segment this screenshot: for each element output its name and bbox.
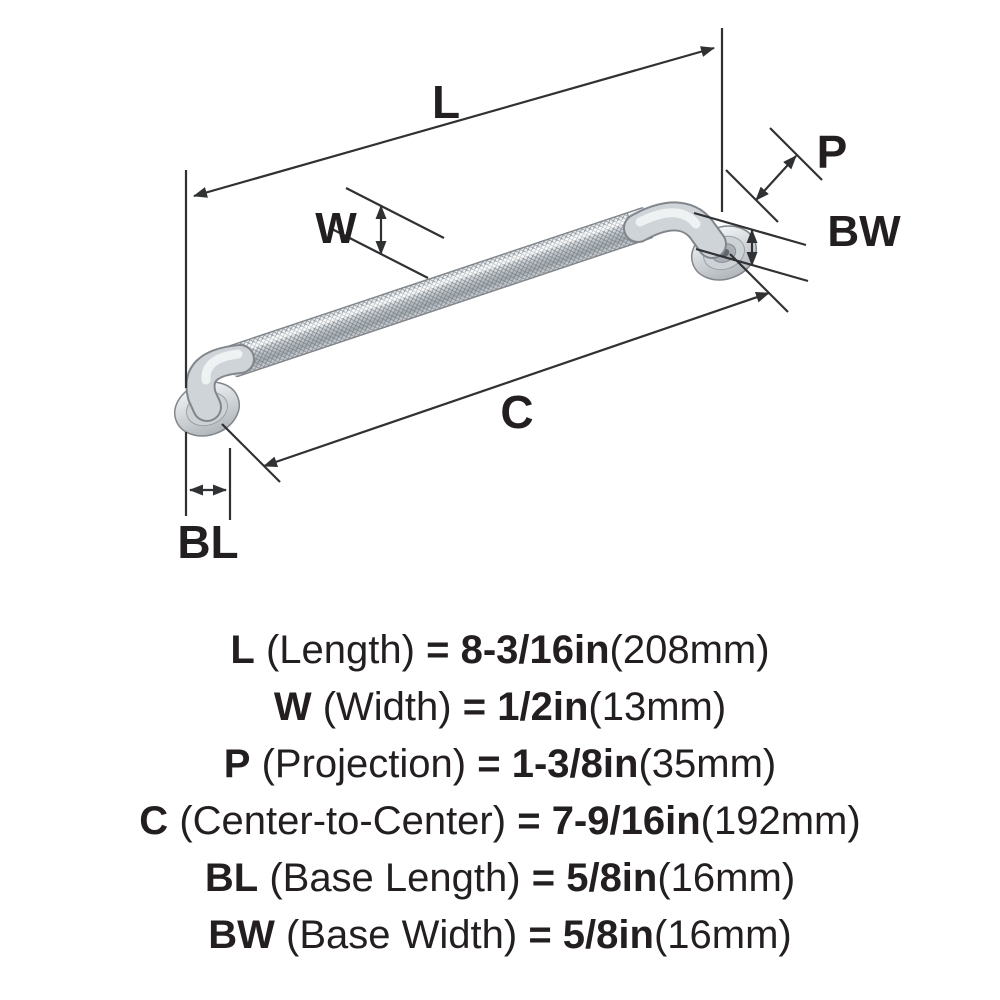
legend-imperial: 7-9/16in (551, 799, 701, 843)
legend-abbr: P (223, 742, 251, 786)
legend-abbr: L (230, 628, 255, 672)
dimension-arrow (755, 155, 797, 201)
dimension-legend: L (Length) = 8-3/16in(208mm) W (Width) =… (0, 622, 1000, 964)
legend-equals: = (426, 628, 450, 672)
legend-metric: (208mm) (609, 628, 770, 672)
label-P: P (817, 126, 848, 178)
legend-term: (Center-to-Center) (179, 799, 507, 843)
dimension-BL: BL (177, 448, 239, 568)
dimension-BW: BW (693, 207, 901, 283)
legend-abbr: BL (204, 856, 259, 900)
legend-imperial: 1/2in (497, 685, 589, 729)
legend-abbr: BW (208, 913, 275, 957)
legend-metric: (192mm) (700, 799, 861, 843)
legend-metric: (35mm) (638, 742, 777, 786)
dimension-arrow (263, 291, 770, 468)
legend-term: (Width) (322, 685, 452, 729)
legend-abbr: W (273, 685, 312, 729)
legend-equals: = (477, 742, 501, 786)
legend-term: (Length) (265, 628, 415, 672)
dimension-arrow (193, 46, 715, 198)
legend-imperial: 1-3/8in (511, 742, 639, 786)
label-W: W (315, 204, 357, 253)
legend-equals: = (517, 799, 541, 843)
extension-line (725, 169, 779, 223)
dimension-P: P (725, 126, 848, 223)
dimension-C: C (221, 253, 789, 483)
dimension-L: L (184, 28, 724, 516)
label-BL: BL (177, 516, 238, 568)
legend-row-center-to-center: C (Center-to-Center) = 7-9/16in(192mm) (0, 793, 1000, 850)
extension-line (221, 423, 281, 483)
extension-line (729, 253, 789, 313)
extension-line (345, 187, 445, 239)
legend-metric: (16mm) (657, 856, 796, 900)
legend-row-length: L (Length) = 8-3/16in(208mm) (0, 622, 1000, 679)
left-elbow (185, 344, 255, 422)
legend-imperial: 8-3/16in (460, 628, 610, 672)
label-L: L (432, 76, 460, 128)
legend-row-base-width: BW (Base Width) = 5/8in(16mm) (0, 907, 1000, 964)
dimension-W: W (315, 187, 445, 279)
legend-row-projection: P (Projection) = 1-3/8in(35mm) (0, 736, 1000, 793)
label-BW: BW (827, 207, 901, 256)
legend-equals: = (528, 913, 552, 957)
diagram-area: L W P BW (173, 28, 901, 568)
extension-line (769, 127, 823, 181)
legend-term: (Base Width) (286, 913, 518, 957)
knurled-bar (225, 207, 654, 378)
legend-imperial: 5/8in (562, 913, 654, 957)
label-C: C (500, 386, 533, 438)
legend-imperial: 5/8in (566, 856, 658, 900)
legend-row-base-length: BL (Base Length) = 5/8in(16mm) (0, 850, 1000, 907)
diagram-svg: L W P BW (173, 28, 901, 568)
legend-abbr: C (139, 799, 169, 843)
legend-metric: (13mm) (588, 685, 727, 729)
legend-term: (Projection) (261, 742, 467, 786)
legend-equals: = (531, 856, 556, 900)
legend-metric: (16mm) (653, 913, 792, 957)
legend-equals: = (462, 685, 487, 729)
legend-row-width: W (Width) = 1/2in(13mm) (0, 679, 1000, 736)
legend-term: (Base Length) (269, 856, 521, 900)
right-elbow (623, 201, 727, 259)
